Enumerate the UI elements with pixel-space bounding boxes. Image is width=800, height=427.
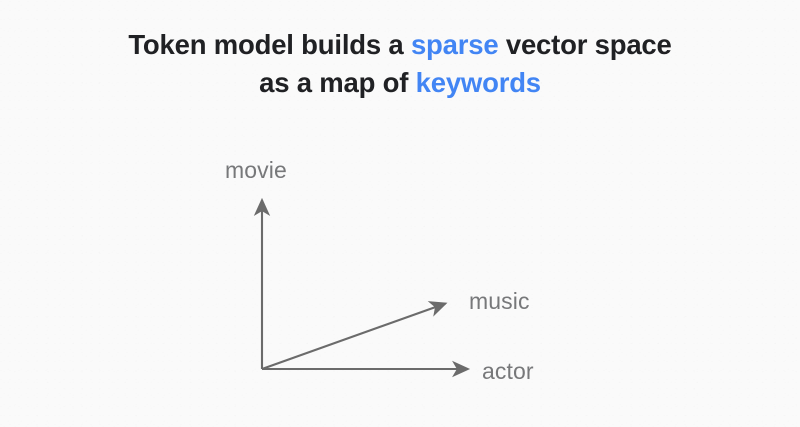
title-line-1: Token model builds a sparse vector space xyxy=(0,26,800,64)
axis-label-actor: actor xyxy=(482,358,534,384)
page-title: Token model builds a sparse vector space… xyxy=(0,26,800,102)
title-keyword-sparse: sparse xyxy=(410,29,499,60)
title-keyword-keywords: keywords xyxy=(415,67,541,98)
axis-label-music: music xyxy=(469,288,530,314)
title-line-2: as a map of keywords xyxy=(0,64,800,102)
title-line-1-suffix: vector space xyxy=(498,29,672,60)
title-line-2-prefix: as a map of xyxy=(259,67,416,98)
diagonal-vector-line xyxy=(261,301,448,370)
axis-label-movie: movie xyxy=(225,157,287,183)
title-line-1-prefix: Token model builds a xyxy=(128,29,411,60)
